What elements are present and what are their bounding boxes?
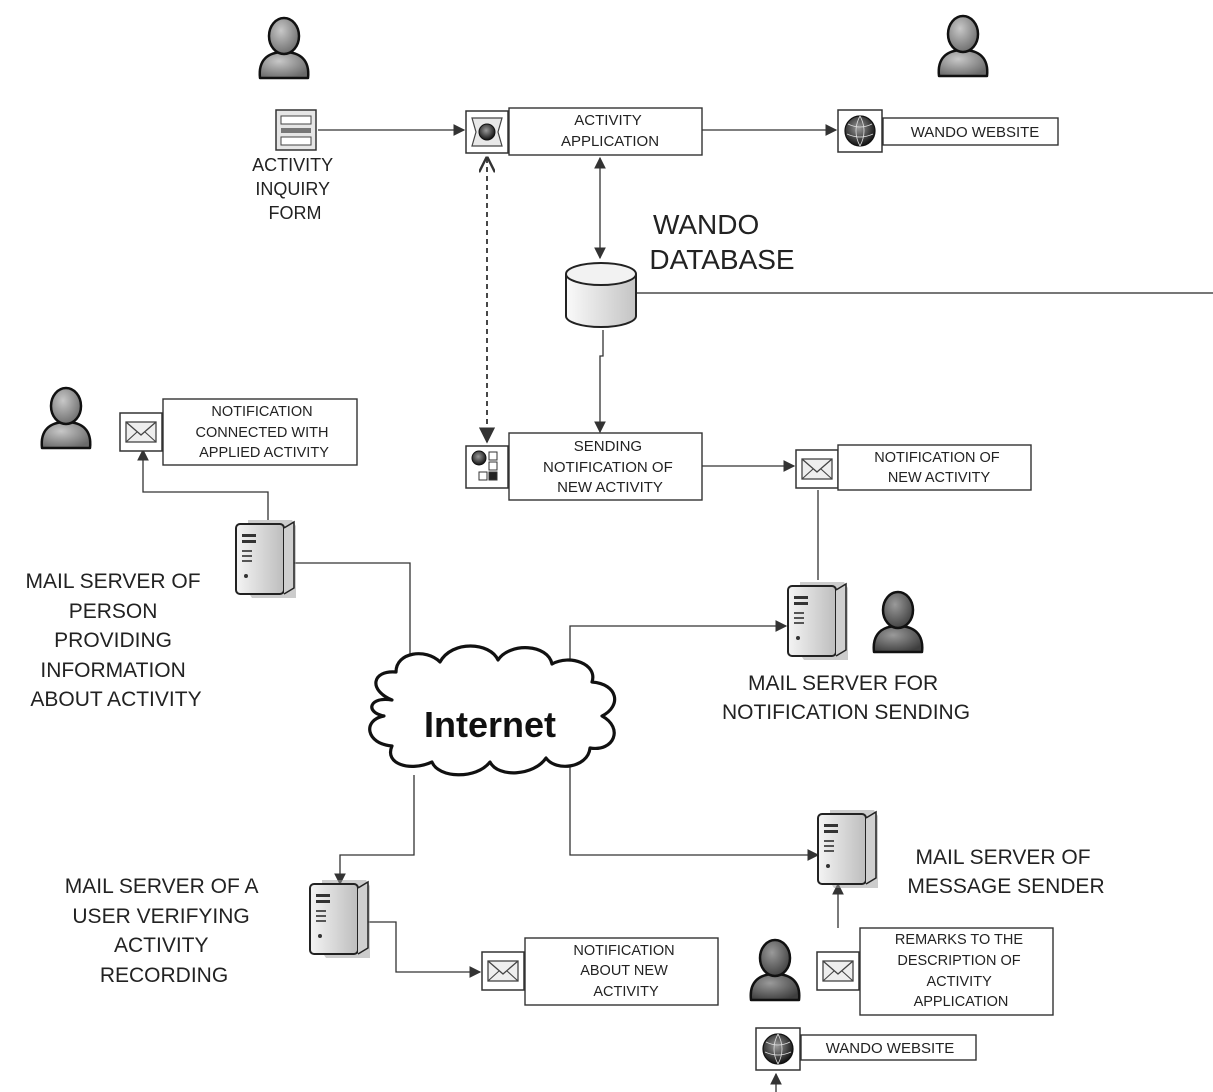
envelope-icon [795,449,839,489]
mail-server-user-line: USER VERIFYING [72,905,249,928]
notification-about-new-node: NOTIFICATION ABOUT NEW ACTIVITY [481,937,719,1006]
mail-server-notification-line: MAIL SERVER FOR [748,672,938,695]
svg-text:ACTIVITY INQUIRY F: ACTIVITY INQUIRY FORM [252,155,338,223]
activity-inquiry-form: ACTIVITY INQUIRY FORM [252,109,338,223]
notification-about-line: ACTIVITY [593,984,659,1000]
form-label-line: ACTIVITY [252,155,333,175]
notification-about-line: ABOUT NEW [580,963,668,979]
database-label-line: WANDO [653,209,759,240]
person-icon [258,16,310,80]
database-to-sending-connector [594,330,606,434]
mail-server-message-sender-node: MAIL SERVER OF MESSAGE SENDER [817,809,1105,898]
cloud-icon [368,644,617,777]
internet-to-user-server-connector [334,775,415,886]
internet-cloud: Internet [368,644,617,777]
notification-connected-line: NOTIFICATION [211,404,312,420]
remarks-node: REMARKS TO THE DESCRIPTION OF ACTIVITY A… [816,927,1054,1016]
server-icon [817,809,879,889]
activity-application-node: ACTIVITY APPLICATION [465,107,703,156]
envelope-icon [816,951,860,991]
form-icon [275,109,317,151]
application-label-line: ACTIVITY [574,112,642,129]
person-icon [937,14,989,78]
person-icon [40,386,92,450]
envelope-icon [481,951,525,991]
svg-text:MAIL SERVER OF PERSON: MAIL SERVER OF PERSON PROVIDING INFORMAT… [26,570,207,711]
mail-server-user-line: MAIL SERVER OF A [65,875,259,898]
application-icon [465,110,509,154]
svg-text:ACTIVITY APPLICATION: ACTIVITY APPLICATION [561,112,659,150]
svg-text:MAIL SERVER OF A USER VE: MAIL SERVER OF A USER VERIFYING ACTIVITY… [65,875,263,987]
mail-server-person-line: PERSON [69,600,158,623]
mail-server-person-line: PROVIDING [54,629,172,652]
mail-server-notification-node: MAIL SERVER FOR NOTIFICATION SENDING [722,581,970,724]
user-server-to-notification-connector [368,921,482,978]
svg-text:REMARKS TO THE DESCRIPTI: REMARKS TO THE DESCRIPTION OF ACTIVITY A… [895,932,1027,1010]
mail-server-user-line: RECORDING [100,964,228,987]
mail-server-notification-line: NOTIFICATION SENDING [722,701,970,724]
mail-server-sender-line: MAIL SERVER OF [916,846,1091,869]
svg-text:MAIL SERVER FOR NOTIFICA: MAIL SERVER FOR NOTIFICATION SENDING [722,672,970,724]
database-label-line: DATABASE [649,244,794,275]
svg-text:NOTIFICATION OF NEW ACTI: NOTIFICATION OF NEW ACTIVITY [874,450,1003,486]
mail-server-person-line: ABOUT ACTIVITY [30,688,201,711]
remarks-line: DESCRIPTION OF [897,953,1020,969]
globe-icon [837,109,883,153]
notification-new-line: NOTIFICATION OF [874,450,1000,466]
person-icon [872,590,924,654]
notification-about-line: NOTIFICATION [573,943,674,959]
mail-server-person-line: MAIL SERVER OF [26,570,201,593]
notification-connected-line: APPLIED ACTIVITY [199,445,329,461]
internet-label: Internet [424,704,556,745]
sending-label-line: SENDING [574,438,642,455]
wando-website-bottom: WANDO WEBSITE [755,1027,977,1071]
svg-text:SENDING NOTIFICATION OF: SENDING NOTIFICATION OF NEW ACTIVITY [543,438,677,496]
database-icon [565,262,637,328]
internet-to-sender-server-connector [569,760,820,861]
application-label-line: APPLICATION [561,133,659,150]
envelope-icon [119,412,163,452]
mail-server-user-line: ACTIVITY [114,934,209,957]
svg-text:NOTIFICATION CONNECTED W: NOTIFICATION CONNECTED WITH APPLIED ACTI… [196,404,333,461]
person-icon [749,938,801,1002]
sending-notification-node: SENDING NOTIFICATION OF NEW ACTIVITY [465,432,703,501]
svg-text:WANDO DATABASE: WANDO DATABASE [649,209,794,275]
globe-icon [755,1027,801,1071]
website-label: WANDO WEBSITE [826,1040,955,1057]
notification-connected-line: CONNECTED WITH [196,425,329,441]
remarks-line: ACTIVITY [926,974,992,990]
person-server-internet-connector [293,562,411,690]
svg-text:NOTIFICATION ABOUT NEW: NOTIFICATION ABOUT NEW ACTIVITY [573,943,678,1000]
notification-connected-node: NOTIFICATION CONNECTED WITH APPLIED ACTI… [119,398,358,466]
server-icon [235,519,297,599]
website-label: WANDO WEBSITE [911,124,1040,141]
mail-server-user-node: MAIL SERVER OF A USER VERIFYING ACTIVITY… [65,875,371,987]
remarks-line: APPLICATION [914,994,1009,1010]
notification-new-line: NEW ACTIVITY [888,470,991,486]
svg-text:MAIL SERVER OF MESSAGE S: MAIL SERVER OF MESSAGE SENDER [907,846,1104,898]
application-icon [465,445,509,489]
wando-website-top: WANDO WEBSITE [837,109,1059,153]
server-icon [787,581,849,661]
form-label-line: FORM [269,203,322,223]
wando-database-node: WANDO DATABASE [565,209,795,328]
form-label-line: INQUIRY [255,179,330,199]
server-icon [309,879,371,959]
remarks-line: REMARKS TO THE [895,932,1023,948]
sending-label-line: NEW ACTIVITY [557,479,663,496]
notification-new-activity-node: NOTIFICATION OF NEW ACTIVITY [795,444,1032,491]
person-server-to-notification-connector [137,448,269,520]
mail-server-person-node: MAIL SERVER OF PERSON PROVIDING INFORMAT… [26,519,297,711]
mail-server-sender-line: MESSAGE SENDER [907,875,1104,898]
mail-server-person-line: INFORMATION [40,659,185,682]
sending-label-line: NOTIFICATION OF [543,459,673,476]
